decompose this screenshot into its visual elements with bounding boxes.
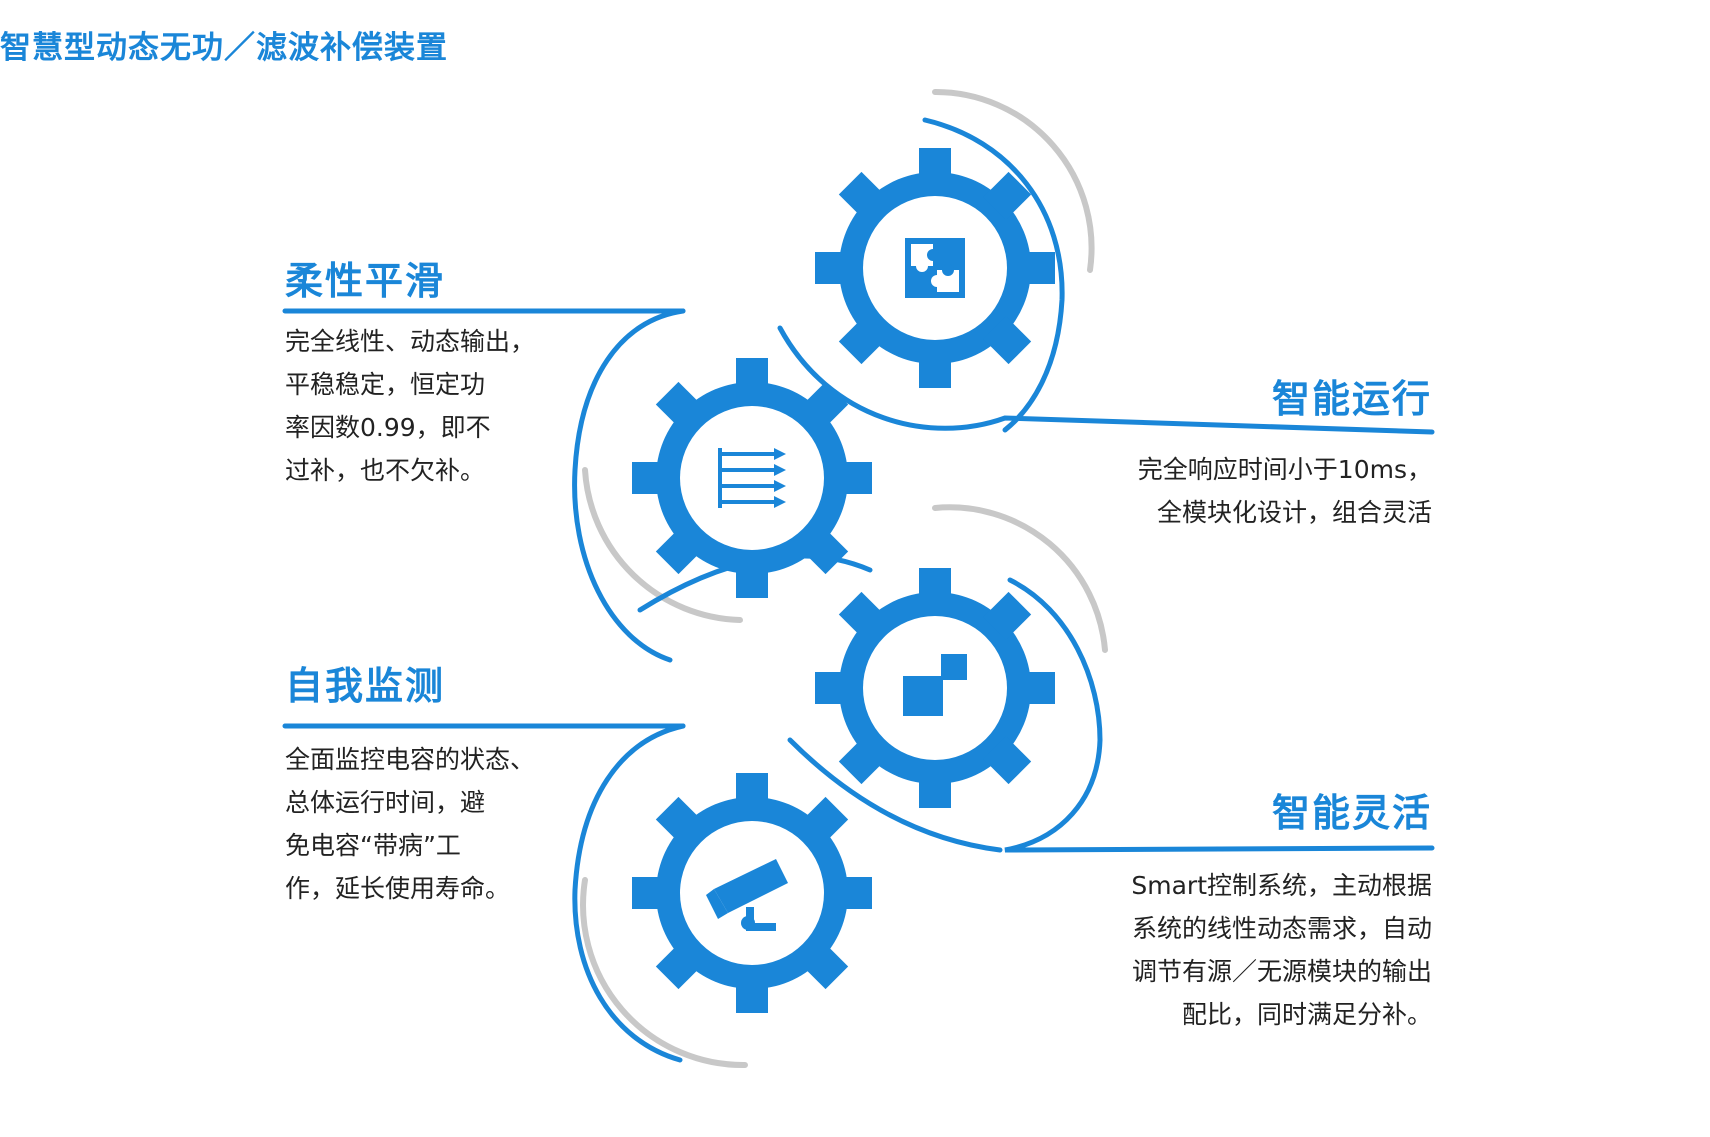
gear-2-teeth xyxy=(632,358,872,598)
curve-lower-s xyxy=(787,737,1003,853)
feature-line: 总体运行时间，避 xyxy=(285,788,486,817)
feature-line: 作，延长使用寿命。 xyxy=(285,874,511,903)
feature-body-self-monitoring: 全面监控电容的状态、 总体运行时间，避 免电容“带病”工 作，延长使用寿命。 xyxy=(285,738,535,910)
gear-2 xyxy=(632,358,872,598)
shadow-arcs xyxy=(580,88,1108,1069)
feature-line: 调节有源／无源模块的输出 xyxy=(1131,957,1432,986)
feature-line: Smart控制系统，主动根据 xyxy=(1131,871,1432,900)
curve-upper-right xyxy=(922,117,1065,433)
feature-line: 全面监控电容的状态、 xyxy=(285,745,536,774)
feature-body-smart-flexible: Smart控制系统，主动根据 系统的线性动态需求，自动 调节有源／无源模块的输出… xyxy=(1131,864,1432,1036)
curve-3 xyxy=(572,723,686,1063)
gear-4-teeth xyxy=(632,773,872,1013)
feature-line: 过补，也不欠补。 xyxy=(285,456,486,485)
curve-lower-right xyxy=(1004,577,1435,853)
feature-title-smart-operation: 智能运行 xyxy=(1271,377,1432,421)
feature-title-smart-flexible: 智能灵活 xyxy=(1271,791,1432,835)
gear-3 xyxy=(815,568,1055,808)
feature-line: 完全线性、动态输出， xyxy=(285,327,536,356)
gear-1 xyxy=(815,148,1055,388)
feature-line: 系统的线性动态需求，自动 xyxy=(1131,914,1432,943)
shadow-arc-top xyxy=(932,88,1095,273)
module-blocks-icon xyxy=(903,654,967,716)
feature-line: 配比，同时满足分补。 xyxy=(1181,1000,1432,1029)
feature-line: 免电容“带病”工 xyxy=(285,831,461,860)
parallel-arrows-icon xyxy=(718,448,786,508)
feature-line: 率因数0.99，即不 xyxy=(285,413,491,442)
feature-line: 平稳稳定，恒定功 xyxy=(285,370,486,399)
shadow-arc-bottom xyxy=(580,877,748,1069)
gear-4 xyxy=(632,773,872,1013)
curve-1 xyxy=(572,308,686,663)
feature-line: 全模块化设计，组合灵活 xyxy=(1156,498,1432,527)
shadow-arc-mid xyxy=(932,504,1108,653)
feature-title-flexible-smooth: 柔性平滑 xyxy=(285,259,446,303)
camera-icon xyxy=(706,859,788,931)
feature-line: 完全响应时间小于10ms， xyxy=(1137,455,1432,484)
puzzle-icon xyxy=(905,238,965,298)
page-title: 智慧型动态无功／滤波补偿装置 xyxy=(0,30,448,66)
gear-1-teeth xyxy=(815,148,1055,388)
curve-upper-s xyxy=(777,325,1435,435)
shadow-arc-left-upper xyxy=(582,467,743,623)
feature-body-flexible-smooth: 完全线性、动态输出， 平稳稳定，恒定功 率因数0.99，即不 过补，也不欠补。 xyxy=(285,320,535,492)
feature-title-self-monitoring: 自我监测 xyxy=(285,664,446,708)
gear-3-teeth xyxy=(815,568,1055,808)
feature-body-smart-operation: 完全响应时间小于10ms， 全模块化设计，组合灵活 xyxy=(1138,448,1432,534)
